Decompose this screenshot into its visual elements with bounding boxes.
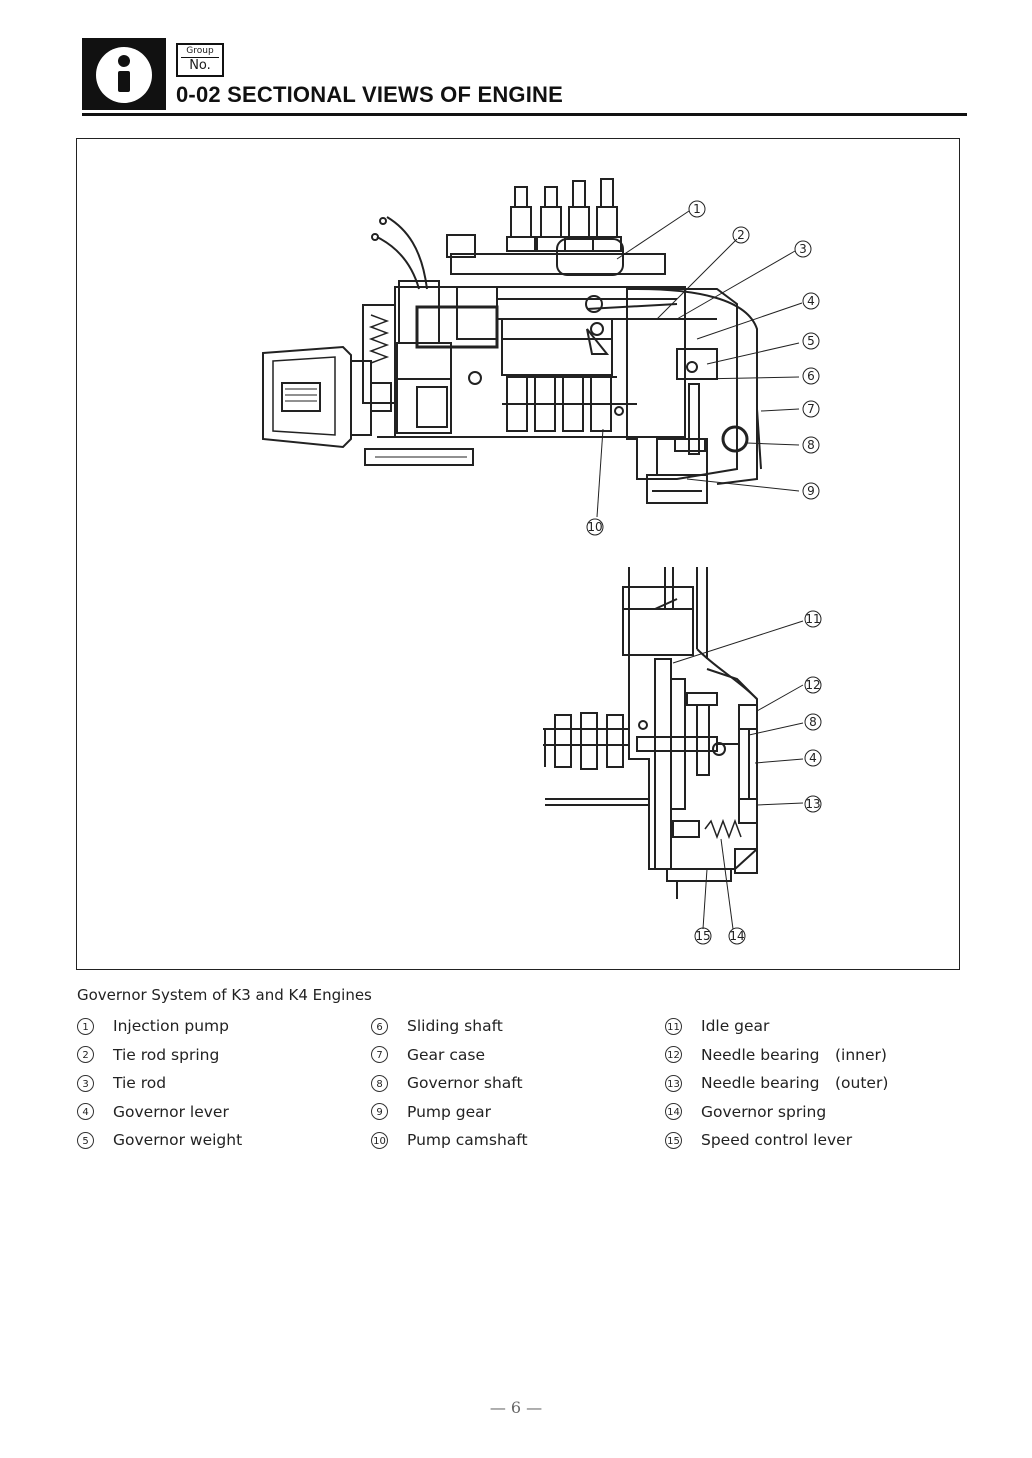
- legend-label: Needle bearing (outer): [701, 1074, 889, 1093]
- callout-labels-bottom: 11 12 8 4 13 15 14: [694, 610, 822, 945]
- callout-labels-top: 1 2 3 4 5 6 7 8 9 10: [586, 200, 820, 536]
- legend-number: 12: [665, 1046, 682, 1064]
- legend-number: 7: [371, 1046, 388, 1064]
- callout-8: 8: [807, 438, 815, 452]
- callout-8-bottom: 8: [809, 715, 817, 729]
- legend-label: Governor shaft: [407, 1074, 523, 1093]
- header-rule: [82, 113, 967, 116]
- legend-number: 8: [371, 1074, 388, 1092]
- legend-item: 14 Governor spring: [665, 1098, 888, 1127]
- legend-number: 14: [665, 1103, 682, 1121]
- legend-label: Needle bearing (inner): [701, 1045, 887, 1064]
- callout-15: 15: [695, 929, 710, 943]
- figure-caption: Governor System of K3 and K4 Engines: [77, 986, 372, 1004]
- legend-label: Tie rod: [113, 1074, 167, 1093]
- section-title: 0-02 SECTIONAL VIEWS OF ENGINE: [176, 82, 563, 107]
- info-icon: [96, 47, 152, 103]
- top-assembly-drawing: [262, 178, 762, 504]
- callout-1: 1: [693, 202, 701, 216]
- legend-item: 13 Needle bearing (outer): [665, 1069, 888, 1098]
- bottom-camshaft-drawing: [543, 712, 649, 806]
- callout-13: 13: [805, 797, 820, 811]
- legend-label: Pump camshaft: [407, 1131, 528, 1150]
- legend-label: Governor lever: [113, 1102, 229, 1121]
- callout-6: 6: [807, 369, 815, 383]
- page-number: — 6 —: [489, 1398, 543, 1417]
- callout-10: 10: [587, 520, 602, 534]
- legend-column-3: 11 Idle gear 12 Needle bearing (inner) 13 N…: [665, 1012, 888, 1155]
- legend-item: 15 Speed control lever: [665, 1126, 888, 1155]
- group-no-label: No.: [181, 57, 219, 74]
- legend-item: 2 Tie rod spring: [77, 1041, 242, 1070]
- legend-number: 3: [77, 1074, 94, 1092]
- governor-sectional-drawing: 1 2 3 4 5 6 7 8 9 10: [262, 178, 822, 945]
- pump-camshaft-drawing: [502, 376, 637, 432]
- header-logo-block: [82, 38, 166, 110]
- legend-number: 10: [371, 1131, 388, 1149]
- legend-label: Idle gear: [701, 1017, 770, 1036]
- legend-number: 13: [665, 1074, 682, 1092]
- legend-label: Sliding shaft: [407, 1017, 503, 1036]
- group-label: Group: [186, 46, 214, 56]
- callout-5: 5: [807, 334, 815, 348]
- callout-2: 2: [737, 228, 745, 242]
- legend-number: 5: [77, 1131, 94, 1149]
- legend-item: 3 Tie rod: [77, 1069, 242, 1098]
- legend-label: Pump gear: [407, 1102, 492, 1121]
- legend-label: Speed control lever: [701, 1131, 853, 1150]
- legend-label: Gear case: [407, 1045, 485, 1064]
- legend-item: 6 Sliding shaft: [371, 1012, 528, 1041]
- legend-label: Governor weight: [113, 1131, 243, 1150]
- callout-3: 3: [799, 242, 807, 256]
- legend-label: Injection pump: [113, 1017, 229, 1036]
- legend-item: 10 Pump camshaft: [371, 1126, 528, 1155]
- legend-label: Tie rod spring: [113, 1045, 220, 1064]
- legend-column-1: 1 Injection pump 2 Tie rod spring 3 Tie rod…: [77, 1012, 242, 1155]
- legend-number: 15: [665, 1131, 682, 1149]
- legend-item: 9 Pump gear: [371, 1098, 528, 1127]
- legend-number: 4: [77, 1103, 94, 1121]
- legend-number: 9: [371, 1103, 388, 1121]
- callout-4-bottom: 4: [809, 751, 817, 765]
- legend-item: 1 Injection pump: [77, 1012, 242, 1041]
- legend-item: 5 Governor weight: [77, 1126, 242, 1155]
- callouts-top: [596, 210, 803, 518]
- legend-item: 8 Governor shaft: [371, 1069, 528, 1098]
- sectional-view-figure: 1 2 3 4 5 6 7 8 9 10: [76, 138, 960, 970]
- legend-label: Governor spring: [701, 1102, 827, 1121]
- legend-item: 7 Gear case: [371, 1041, 528, 1070]
- legend-number: 6: [371, 1017, 388, 1035]
- callouts-bottom: [672, 620, 804, 930]
- group-number-box: Group No.: [176, 43, 224, 77]
- callout-4: 4: [807, 294, 815, 308]
- bottom-assembly-drawing: [543, 567, 758, 899]
- callout-9: 9: [807, 484, 815, 498]
- injector-nozzles: [506, 178, 622, 252]
- legend-number: 11: [665, 1017, 682, 1035]
- legend-item: 4 Governor lever: [77, 1098, 242, 1127]
- legend-number: 2: [77, 1046, 94, 1064]
- callout-11: 11: [805, 612, 820, 626]
- callout-12: 12: [805, 678, 820, 692]
- legend-item: 12 Needle bearing (inner): [665, 1041, 888, 1070]
- callout-7: 7: [807, 402, 815, 416]
- legend-item: 11 Idle gear: [665, 1012, 888, 1041]
- legend-column-2: 6 Sliding shaft 7 Gear case 8 Governor shaf…: [371, 1012, 528, 1155]
- callout-14: 14: [729, 929, 744, 943]
- legend-number: 1: [77, 1017, 94, 1035]
